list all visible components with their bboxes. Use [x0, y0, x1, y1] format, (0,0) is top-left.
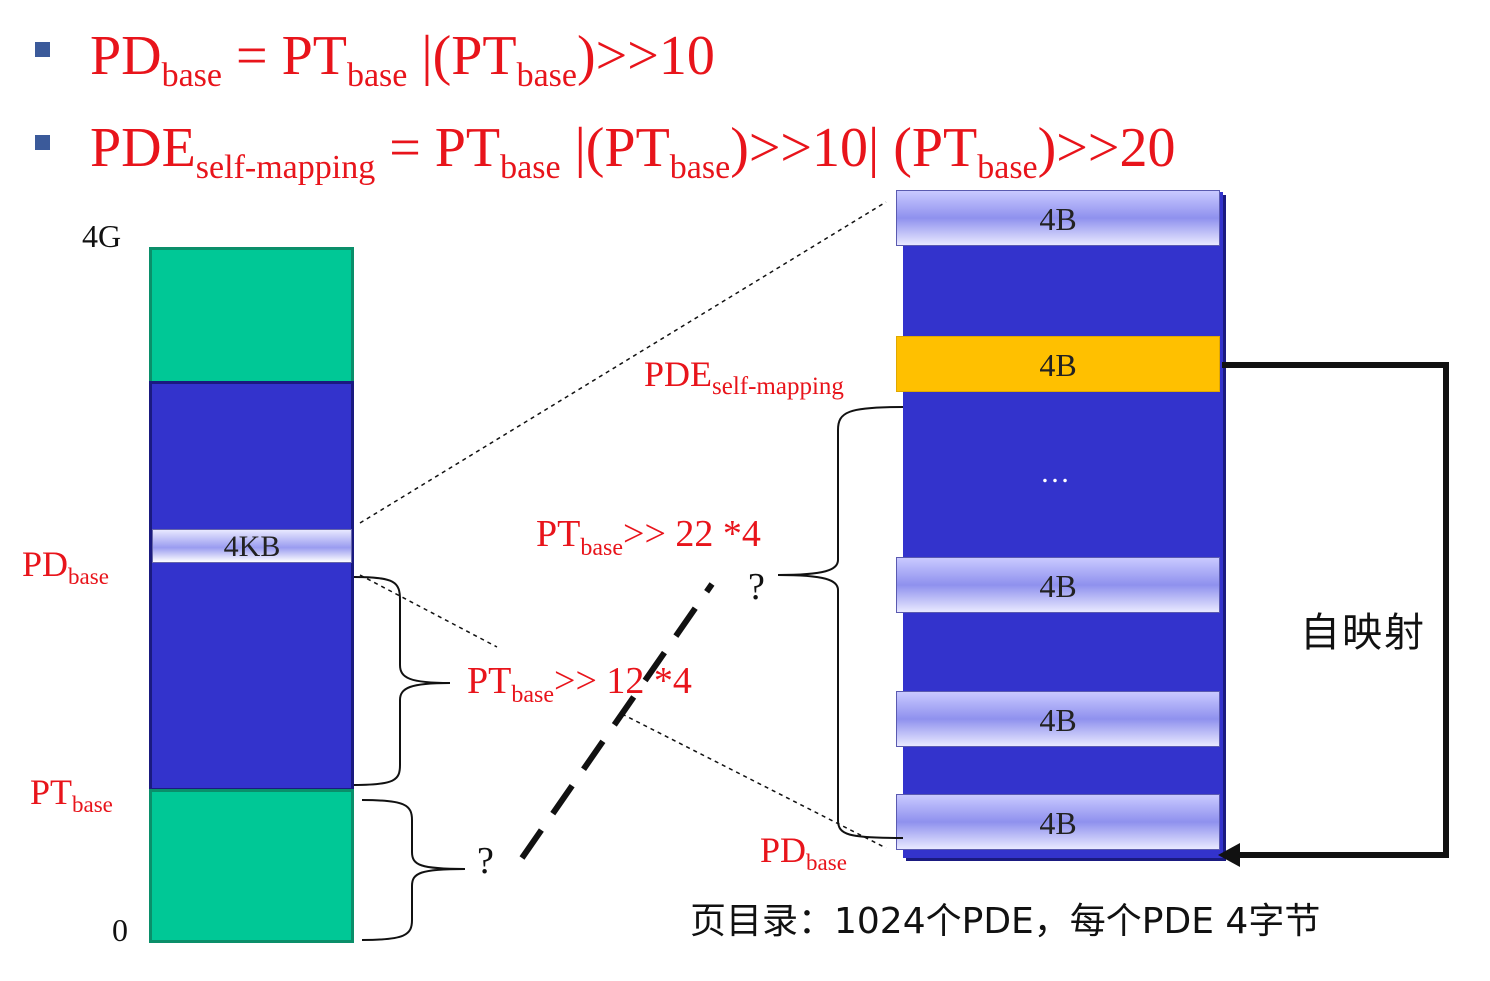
pde-entry: 4B	[896, 190, 1220, 246]
dashed-link-line	[519, 582, 715, 860]
pt-shift12-label: PTbase>> 12 *4	[467, 660, 692, 708]
question-mark-lower: ?	[477, 840, 494, 882]
page-directory-cell: 4KB	[152, 529, 352, 563]
question-mark-upper: ?	[748, 566, 765, 608]
brace-pd-range	[777, 406, 904, 839]
bullet-icon	[35, 42, 50, 57]
memory-region-upper	[149, 247, 354, 384]
formula-pd-base: PDbase = PTbase |(PTbase)>>10	[90, 25, 715, 94]
page-directory-block	[903, 192, 1223, 858]
pde-self-mapping-label: PDEself-mapping	[644, 354, 844, 400]
page-directory-caption: 页目录：1024个PDE，每个PDE 4字节	[690, 901, 1321, 942]
pde-entry: 4B	[896, 557, 1220, 613]
self-mapping-arrow	[1222, 362, 1449, 858]
brace-pt-region	[353, 576, 451, 786]
pde-entry-self-mapping: 4B	[896, 336, 1220, 392]
self-mapping-label: 自映射	[1300, 610, 1426, 656]
ellipsis: …	[1040, 456, 1070, 489]
memory-bottom-label: 0	[112, 912, 128, 948]
pd-base-label-right: PDbase	[760, 830, 847, 875]
formula-pde-self-mapping: PDEself-mapping = PTbase |(PTbase)>>10| …	[90, 117, 1176, 186]
pde-entry: 4B	[896, 691, 1220, 747]
zoom-line-bottom	[359, 574, 498, 648]
pt-base-label-left: PTbase	[30, 772, 113, 817]
pd-base-label-left: PDbase	[22, 544, 109, 589]
memory-region-lower	[149, 789, 354, 943]
zoom-line-bottom-2	[621, 713, 887, 849]
bullet-icon	[35, 135, 50, 150]
memory-top-label: 4G	[82, 218, 122, 254]
pde-entry-pd-base: 4B	[896, 794, 1220, 850]
arrow-head-icon	[1218, 843, 1240, 867]
brace-lower-region	[361, 799, 466, 941]
zoom-line-top	[359, 201, 887, 524]
pt-shift22-label: PTbase>> 22 *4	[536, 513, 761, 561]
